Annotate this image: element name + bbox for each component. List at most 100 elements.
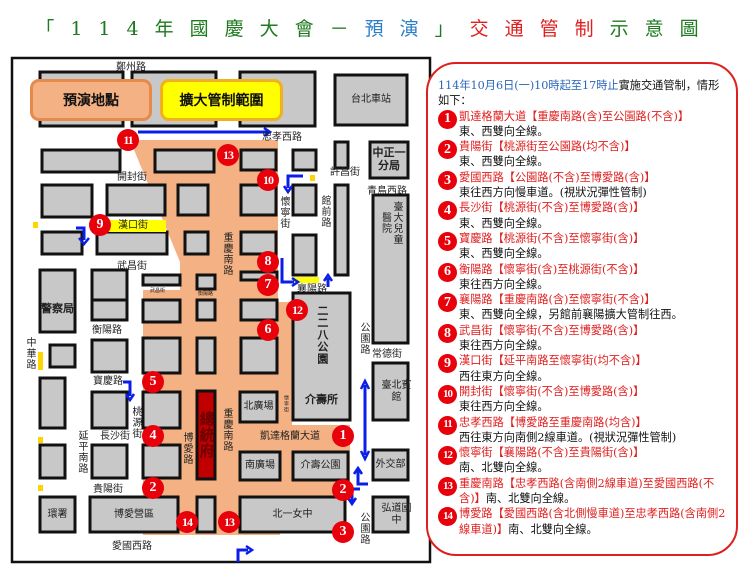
traffic-direction-arrow [123, 380, 132, 396]
street-label-ketagalan: 凱達格蘭大道 [260, 431, 320, 442]
street-label-yanping-s: 延平南路 [76, 430, 87, 474]
place-boai-camp: 博愛營區 [114, 508, 154, 520]
place-jieshou-park: 介壽公園 [300, 460, 341, 472]
city-block [90, 268, 129, 302]
barricade-icon [33, 222, 38, 228]
street-label-chongqing-s-s: 重慶南路 [221, 408, 232, 452]
item-text: 武昌街【懷寧街(不含)至博愛路(含)】東往西方向全線。 [459, 323, 728, 354]
city-block [195, 273, 217, 291]
city-block [371, 495, 410, 534]
barricade-icon [38, 485, 43, 491]
city-block [291, 148, 318, 172]
place-north-plaza: 北廣場 [243, 401, 274, 413]
street-label-kaifeng: 開封街 [117, 172, 147, 183]
item-number-badge: 14 [438, 507, 457, 527]
item-text: 衡陽路【懷寧街(含)至桃源街(不含)】東往西方向全線。 [459, 262, 728, 293]
title-part: 預演 [364, 18, 435, 40]
city-block [371, 448, 410, 482]
control-direction: 東往西方向全線。 [459, 339, 549, 353]
city-block [333, 140, 350, 170]
control-direction: 西往東方向南側2線車道。(視狀況彈性管制) [459, 430, 677, 444]
barricade-icon [38, 364, 43, 370]
page-title: 「114年國慶大會－預演」交通管制示意圖 [0, 14, 750, 41]
city-block [333, 183, 350, 277]
item-text: 長沙街【桃源街(不含)至博愛路(含)】東、西雙向全線。 [459, 200, 728, 231]
place-police: 警察局 [41, 301, 74, 315]
control-direction: 東、西雙向全線。 [459, 155, 549, 169]
street-label-hankou: 漢口街 [118, 220, 148, 231]
street-label-guiyang: 貴陽街 [93, 484, 123, 495]
panel-header: 114年10月6日(一)10時起至17時止實施交通管制，情形如下： [438, 78, 728, 109]
controlled-road-section: 凱達格蘭大道【重慶南路(含)至公園路(不含)】 [459, 109, 690, 123]
place-epa: 環署 [47, 508, 68, 520]
item-number-badge: 4 [438, 201, 457, 221]
city-block [183, 230, 210, 256]
street-label-chongqing-s-n: 重慶南路 [221, 232, 232, 276]
city-block [195, 495, 217, 534]
item-number-badge: 8 [438, 323, 457, 343]
item-number-badge: 13 [438, 476, 457, 496]
city-block [238, 495, 347, 534]
city-block [195, 298, 217, 322]
controlled-road-section: 重慶南路【忠孝西路(含南側2線車道)至愛國西路(不含)】 [459, 476, 715, 506]
place-first-girls: 北一女中 [272, 508, 313, 520]
control-intro: 實施交通管制，情形如下： [438, 79, 720, 108]
control-point-badge-12: 12 [286, 299, 308, 321]
city-block [38, 376, 67, 430]
control-point-badge-4: 4 [142, 425, 164, 447]
item-text: 忠孝西路【博愛路至重慶南路(均含)】西往東方向南側2線車道。(視狀況彈性管制) [459, 415, 728, 446]
controlled-road-section: 博愛路【愛國西路(含北側慢車道)至忠孝西路(含南側2線車道)】 [459, 507, 726, 536]
item-text: 貴陽街【桃源街至公園路(均不含)】東、西雙向全線。 [459, 139, 728, 170]
place-hongdao: 弘道國中 [381, 503, 412, 526]
street-label-xiangyang: 襄陽路 [297, 284, 327, 295]
street-label-changsha: 長沙街 [100, 431, 130, 442]
item-text: 凱達格蘭大道【重慶南路(含)至公園路(不含)】東、西雙向全線。 [459, 109, 728, 140]
city-block [141, 390, 182, 430]
control-point-badge-9: 9 [89, 214, 111, 236]
control-direction: 東往西方向全線。 [459, 400, 549, 414]
control-direction: 南、北雙向全線。 [485, 492, 576, 506]
place-presidential-office: 總統府 [197, 411, 216, 459]
city-block [95, 230, 169, 256]
traffic-direction-arrow [356, 470, 368, 486]
arrow-head [124, 393, 136, 403]
city-block [291, 183, 318, 217]
place-taipei-station: 台北車站 [351, 94, 391, 106]
street-label-taoyuan: 桃源街 [130, 406, 141, 439]
controlled-road-section: 武昌街【懷寧街(不含)至博愛路(含)】 [459, 323, 645, 337]
street-label-zhongxiao-w: 忠孝西路 [262, 132, 302, 143]
item-text: 愛國西路【公園路(不含)至博愛路(含)】東往西方向慢車道。(視狀況彈性管制) [459, 170, 728, 201]
controlled-road-section: 懷寧街【襄陽路(不含)至貴陽街(含)】 [459, 446, 645, 460]
item-number-badge: 5 [438, 231, 457, 251]
control-point-badge-2: 2 [332, 479, 354, 501]
controlled-road-section: 開封街【懷寧街(不含)至博愛路(含)】 [459, 384, 645, 398]
city-block [141, 298, 182, 324]
control-point-badge-5: 5 [142, 371, 164, 393]
control-point-badge-14: 14 [176, 511, 198, 533]
title-part: 「114年國慶大會－ [35, 18, 365, 40]
city-block [239, 230, 278, 256]
xiangyang-road-expanded-zone [293, 277, 319, 283]
place-mofa: 外交部 [375, 459, 406, 471]
street-label-wuchang: 武昌街 [117, 261, 147, 272]
street-label-zhengzhou: 鄭州路 [116, 62, 146, 73]
barricade-icon [38, 437, 43, 443]
street-label-changde: 常德街 [372, 349, 402, 360]
street-label-qingdao-w: 青島西路 [367, 186, 407, 197]
controlled-road-section: 長沙街【桃源街(不含)至博愛路(含)】 [459, 201, 645, 215]
control-time: 114年10月6日(一)10時起至17時止 [438, 79, 619, 92]
item-text: 重慶南路【忠孝西路(含南側2線車道)至愛國西路(不含)】南、北雙向全線。 [459, 476, 728, 507]
city-block [90, 390, 129, 430]
item-text: 漢口街【延平南路至懷寧街(均不含)】西往東方向全線。 [459, 353, 728, 384]
item-number-badge: 1 [438, 109, 457, 129]
controlled-road-section: 忠孝西路【博愛路至重慶南路(均含)】 [459, 415, 647, 429]
item-text: 開封街【懷寧街(不含)至博愛路(含)】東往西方向全線。 [459, 384, 728, 415]
city-block [105, 183, 167, 217]
